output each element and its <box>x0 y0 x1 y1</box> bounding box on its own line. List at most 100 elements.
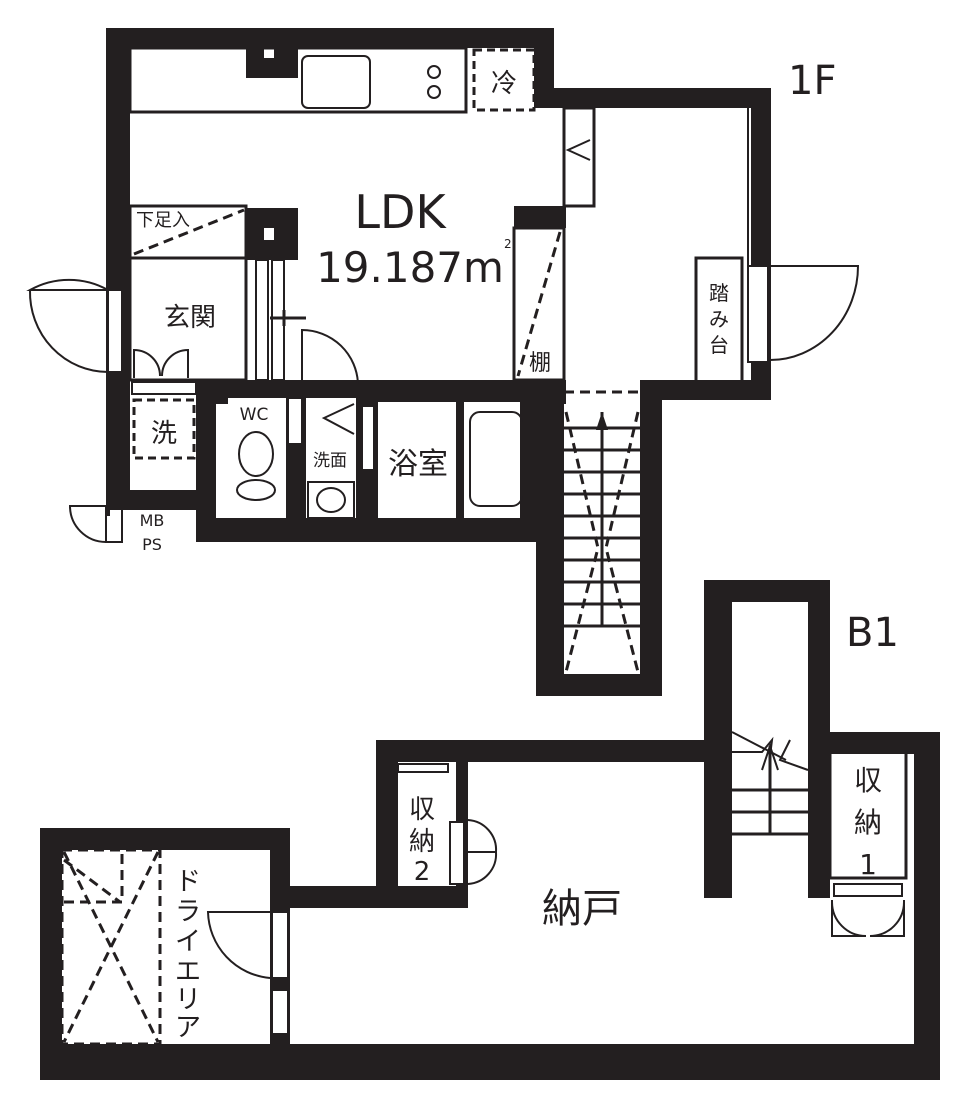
wall <box>40 828 290 850</box>
dry-area-label: ア <box>175 1013 201 1043</box>
washroom-label: 洗面 <box>313 451 347 471</box>
vanity <box>307 481 355 519</box>
refrigerator-space <box>472 48 536 112</box>
entrance-label: 玄関 <box>164 303 216 333</box>
door-swing-icon <box>301 328 360 385</box>
wash-basin-icon <box>316 487 346 513</box>
storage2-label: 納 <box>409 827 435 857</box>
step-label: 台 <box>709 333 729 357</box>
dry-area-label: リ <box>175 985 201 1015</box>
window <box>271 989 289 1035</box>
dry-area-label: ド <box>175 867 201 897</box>
step-label: 踏 <box>709 281 729 305</box>
sink-icon <box>301 55 371 109</box>
floor-label-b1: B1 <box>846 610 899 656</box>
cabinet <box>562 106 596 208</box>
mbps-door[interactable] <box>105 505 123 543</box>
staircase-b1 <box>731 731 809 836</box>
washer-rail <box>131 381 197 395</box>
wall <box>520 380 540 520</box>
bathtub-icon <box>469 411 523 507</box>
wall <box>534 88 771 108</box>
dry-area-cross <box>62 851 160 1043</box>
wall <box>914 732 940 1080</box>
floor-label-1f: 1F <box>788 58 836 104</box>
arrow-icon <box>565 139 591 161</box>
storage1-door[interactable] <box>833 883 903 897</box>
wall <box>534 28 554 98</box>
storage-2 <box>398 790 448 886</box>
wall <box>106 28 554 48</box>
stove-burner-icon <box>427 85 441 99</box>
closet-label: 納戸 <box>542 886 622 932</box>
sliding-door[interactable] <box>271 259 285 381</box>
dry-area-label: エ <box>175 957 201 987</box>
storage-1 <box>828 750 908 880</box>
wall <box>514 206 566 228</box>
staircase-1f <box>564 390 640 674</box>
dry-area-door[interactable] <box>271 911 289 979</box>
wall <box>270 886 468 908</box>
refrigerator-label: 冷 <box>491 69 517 99</box>
wall <box>376 740 706 762</box>
wc-door[interactable] <box>287 397 303 445</box>
bathroom <box>378 402 456 518</box>
step-label: み <box>709 307 729 331</box>
closet-door-icon <box>831 900 905 937</box>
wall <box>704 580 732 898</box>
shelf <box>512 226 566 382</box>
door-swing-icon <box>68 505 107 543</box>
storage2-door[interactable] <box>449 821 465 885</box>
wall <box>640 380 662 696</box>
ldk-area: 19.187m <box>316 243 504 292</box>
door-swing-icon <box>26 278 109 291</box>
storage2-label: 2 <box>414 857 431 887</box>
storage1-label: 1 <box>859 848 877 881</box>
wall <box>40 828 62 1080</box>
floor-1f: 冷 LDK 19.187m 2 下足入 玄関 棚 踏 み <box>26 28 860 696</box>
step-platform <box>694 256 744 384</box>
door-swing-icon <box>28 289 109 373</box>
floor-b1: B1 収 納 1 収 納 2 納戸 ド ラ イ エ リ ア <box>40 580 940 1080</box>
wall <box>456 380 464 520</box>
shelf-diagonal <box>516 231 562 377</box>
toilet-icon <box>238 431 274 477</box>
wall <box>704 580 828 602</box>
dry-area-label: ラ <box>175 897 201 927</box>
closet-door-icon <box>467 819 498 885</box>
toilet-tank-icon <box>236 479 276 501</box>
dry-area-grate <box>60 848 162 1046</box>
door-swing-icon <box>769 265 860 361</box>
entrance-door[interactable] <box>107 289 123 373</box>
washer-label: 洗 <box>151 419 177 449</box>
wall <box>196 380 216 540</box>
storage2-label: 収 <box>409 795 435 825</box>
side-door[interactable] <box>747 265 769 363</box>
wc-room <box>228 398 286 502</box>
dry-area-label: イ <box>175 927 201 957</box>
shelf-label: 棚 <box>529 351 551 376</box>
wc-label: WC <box>240 405 269 425</box>
ldk-area-unit-sup: 2 <box>504 237 512 251</box>
shoe-storage-diagonal <box>133 208 245 256</box>
washroom <box>306 398 356 518</box>
wall <box>640 380 771 400</box>
ldk-label: LDK <box>354 185 447 239</box>
sliding-door[interactable] <box>255 259 269 381</box>
door-handle <box>270 310 306 326</box>
wall <box>106 490 216 510</box>
bathroom-label: 浴室 <box>388 447 448 482</box>
washer-space <box>132 398 196 460</box>
wall <box>536 380 564 696</box>
closet-door-icon <box>133 348 189 378</box>
storage1-label: 納 <box>854 806 882 839</box>
arrow-icon <box>321 403 355 435</box>
bathroom-door[interactable] <box>361 405 375 471</box>
mbps-label-line1: MB <box>140 511 165 530</box>
door-swing-icon <box>206 911 271 979</box>
wall <box>376 740 398 908</box>
wall <box>808 732 940 754</box>
wall <box>40 1044 940 1080</box>
kitchen-counter <box>128 46 468 114</box>
